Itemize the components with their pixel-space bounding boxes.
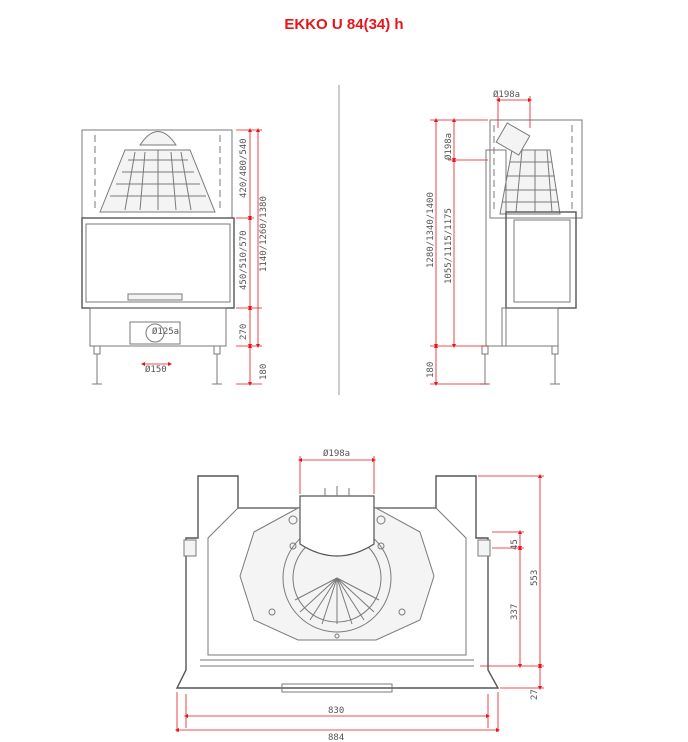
front-dim-base: 270 bbox=[239, 324, 249, 340]
side-dim-total: 1280/1340/1400 bbox=[426, 192, 436, 268]
side-dim-inner: 1055/1115/1175 bbox=[444, 208, 454, 284]
front-dim-air: Ø150 bbox=[145, 364, 167, 375]
plan-dim-337: 337 bbox=[510, 604, 520, 620]
plan-dim-553: 553 bbox=[530, 570, 540, 586]
side-convection-chamber bbox=[499, 149, 561, 215]
front-dim-flue-air: Ø125a bbox=[152, 326, 179, 337]
side-glass bbox=[513, 219, 571, 303]
plan-dim-884: 884 bbox=[328, 733, 344, 742]
front-feet bbox=[92, 345, 222, 385]
plan-bracket-right bbox=[477, 539, 491, 557]
front-view: 420/480/540 1140/1260/1380 450/510/570 2… bbox=[81, 128, 269, 386]
front-dim-top: 420/480/540 bbox=[239, 138, 249, 198]
front-base bbox=[89, 307, 227, 347]
side-feet bbox=[480, 345, 560, 385]
plan-dim-45: 45 bbox=[510, 539, 520, 550]
side-rear-panel bbox=[485, 149, 507, 347]
plan-bracket-left bbox=[183, 539, 197, 557]
plan-view: Ø198a 45 553 337 27 830 884 bbox=[175, 448, 544, 742]
plan-dim-830: 830 bbox=[328, 706, 344, 716]
plan-inner-cavity bbox=[207, 507, 467, 656]
plan-dim-27: 27 bbox=[530, 689, 540, 700]
drawing-title: EKKO U 84(34) h bbox=[284, 16, 404, 33]
side-dim-feet: 180 bbox=[426, 362, 436, 378]
side-dim-flue-top: Ø198a bbox=[493, 89, 520, 100]
plan-dim-flue: Ø198a bbox=[323, 448, 350, 459]
front-handle bbox=[127, 293, 183, 301]
side-firebox bbox=[505, 211, 577, 309]
front-dim-total: 1140/1260/1380 bbox=[259, 196, 269, 272]
plan-heat-exchanger bbox=[239, 507, 435, 641]
plan-radial-fins bbox=[294, 577, 380, 625]
plan-bolts bbox=[268, 515, 406, 639]
side-hood-outline bbox=[489, 119, 583, 219]
front-dim-glass: 450/510/570 bbox=[239, 230, 249, 290]
plan-front-lip bbox=[281, 683, 393, 693]
front-dim-feet: 180 bbox=[259, 364, 269, 380]
side-flue-elbow bbox=[495, 122, 531, 156]
front-flue-dome bbox=[139, 131, 177, 146]
front-glass bbox=[85, 223, 231, 303]
side-dim-flue-side: Ø198a bbox=[443, 133, 454, 160]
front-air-pipe bbox=[145, 323, 165, 343]
side-base bbox=[501, 307, 559, 347]
plan-flue-collar bbox=[299, 495, 375, 557]
side-view: Ø198a Ø198a 1280/1340/1400 1055/1115/117… bbox=[426, 89, 583, 386]
front-air-inlet bbox=[129, 321, 181, 345]
